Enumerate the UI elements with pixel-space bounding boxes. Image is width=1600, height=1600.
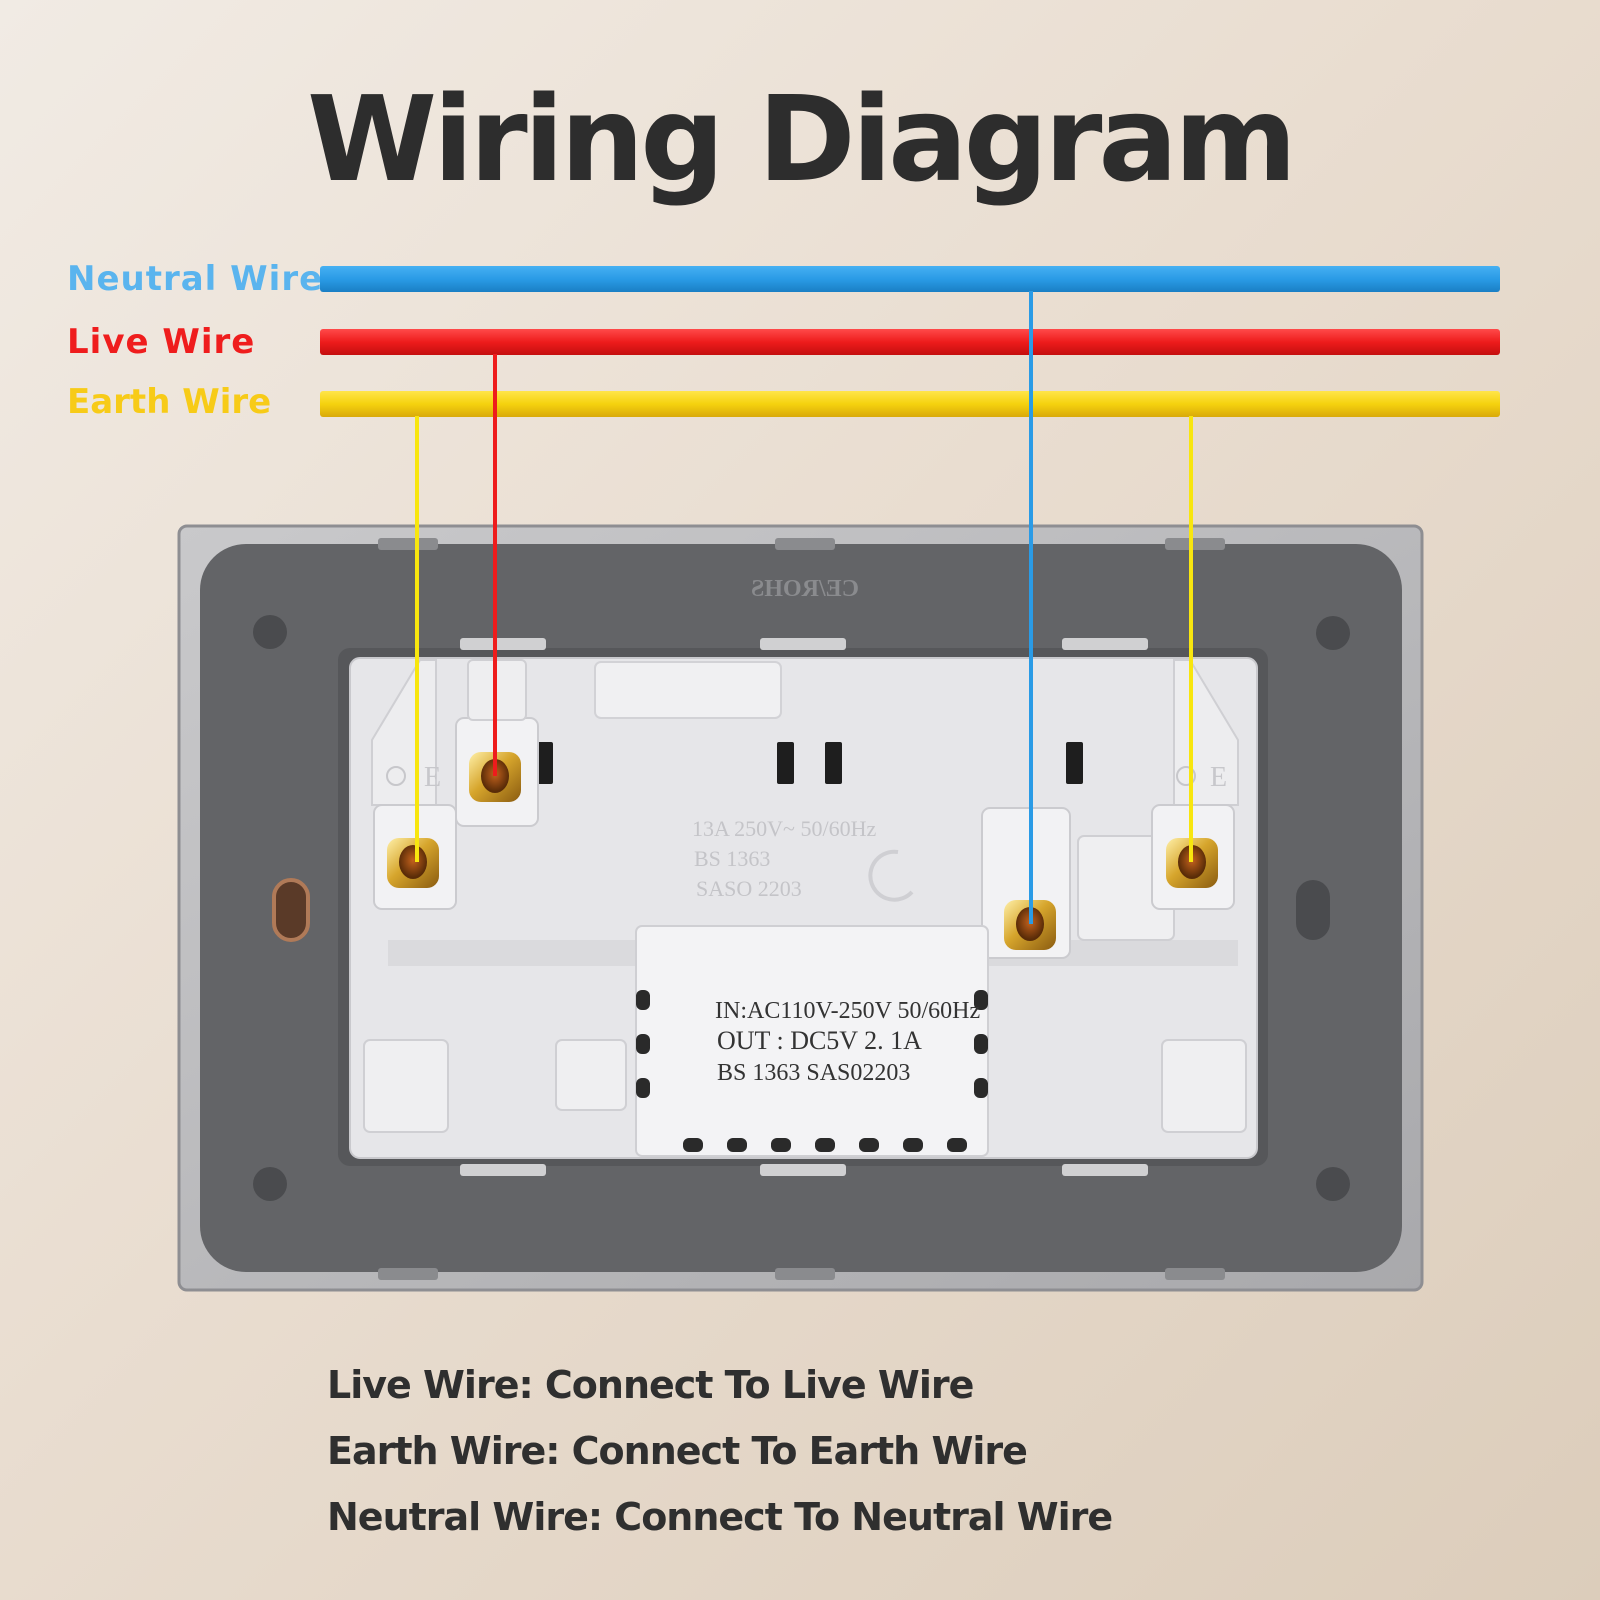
neutral-bus-wire — [320, 266, 1500, 292]
module-standard-text: BS 1363 SAS02203 — [717, 1060, 910, 1086]
pin-slot-icon — [825, 742, 842, 784]
live-terminal-icon — [469, 752, 521, 802]
instruction-live: Live Wire: Connect To Live Wire — [327, 1363, 974, 1407]
pin-slot-icon — [1066, 742, 1083, 784]
module-output-text: OUT : DC5V 2. 1A — [717, 1026, 922, 1055]
pin-slot-icon — [777, 742, 794, 784]
mounting-hole-icon — [1316, 616, 1350, 650]
instruction-neutral: Neutral Wire: Connect To Neutral Wire — [327, 1495, 1113, 1539]
earth-symbol-icon — [386, 766, 406, 786]
brand-mark: CE/ROHS — [751, 576, 859, 602]
pin-slot-icon — [536, 742, 553, 784]
logo-icon — [868, 849, 914, 902]
mounting-hole-icon — [253, 1167, 287, 1201]
instructions: Live Wire: Connect To Live Wire Earth Wi… — [327, 1360, 1113, 1558]
neutral-wire-label: Neutral Wire — [67, 259, 324, 299]
screw-slot-icon — [272, 878, 310, 942]
page-title: Wiring Diagram — [306, 70, 1297, 208]
instruction-earth: Earth Wire: Connect To Earth Wire — [327, 1429, 1028, 1473]
rating-text: 13A 250V~ 50/60Hz — [692, 816, 876, 841]
mounting-hole-icon — [253, 615, 287, 649]
terminal-mark-left: E — [424, 762, 441, 793]
earth-wire-label: Earth Wire — [67, 382, 272, 422]
module-input-text: IN:AC110V-250V 50/60Hz — [715, 998, 980, 1024]
earth-symbol-icon — [1176, 766, 1196, 786]
earth-terminal-left-icon — [387, 838, 439, 888]
mounting-hole-icon — [1316, 1167, 1350, 1201]
screw-slot-icon — [1296, 880, 1330, 940]
live-bus-wire — [320, 329, 1500, 355]
earth-bus-wire — [320, 391, 1500, 417]
live-wire-label: Live Wire — [67, 322, 256, 362]
standard-text: BS 1363 — [694, 846, 770, 871]
certification-text: SASO 2203 — [696, 876, 802, 901]
terminal-mark-right: E — [1210, 762, 1227, 793]
